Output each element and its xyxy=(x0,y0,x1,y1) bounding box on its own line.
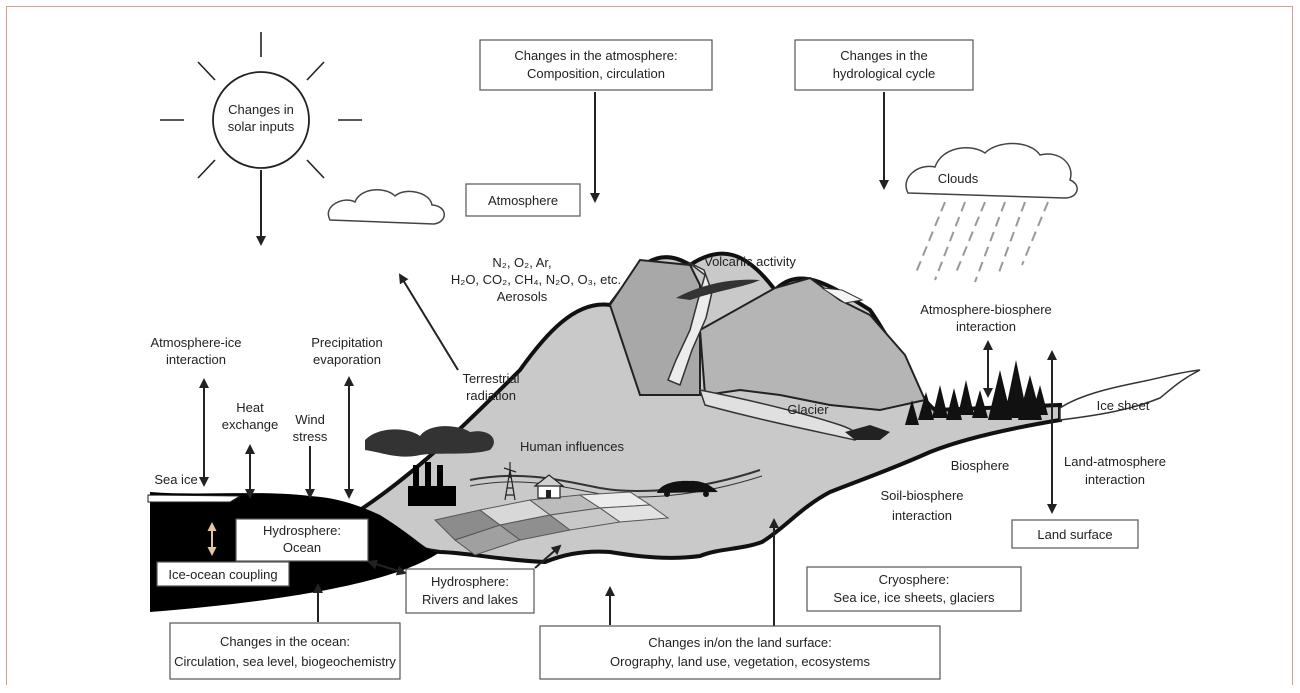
soil-biosphere-label-2: interaction xyxy=(892,508,952,523)
hydrological-changes-label-2: hydrological cycle xyxy=(833,66,936,81)
cryosphere-label-1: Cryosphere: xyxy=(879,572,950,587)
composition-line-3: Aerosols xyxy=(497,289,548,304)
composition-line-1: N₂, O₂, Ar, xyxy=(492,255,551,270)
forest xyxy=(905,360,1048,425)
wind-stress-label-1: Wind xyxy=(295,412,325,427)
solar-label-1: Changes in xyxy=(228,102,294,117)
atmosphere-changes-box xyxy=(479,39,713,91)
arrows xyxy=(199,92,1057,652)
hydrosphere-rivers-box xyxy=(405,568,535,614)
ice-ocean-coupling-label: Ice-ocean coupling xyxy=(168,567,277,582)
ocean-changes-label-2: Circulation, sea level, biogeochemistry xyxy=(174,654,396,669)
atmosphere-biosphere-label-2: interaction xyxy=(956,319,1016,334)
hydrosphere-ocean-box xyxy=(235,518,369,562)
soil-biosphere-label-1: Soil-biosphere xyxy=(880,488,963,503)
atmosphere-changes-label-2: Composition, circulation xyxy=(527,66,665,81)
human-influences-label: Human influences xyxy=(520,439,625,454)
terrestrial-radiation-label-1: Terrestrial xyxy=(462,371,519,386)
biosphere-label: Biosphere xyxy=(951,458,1010,473)
wind-stress-label-2: stress xyxy=(293,429,328,444)
glacier-label: Glacier xyxy=(787,402,829,417)
atmosphere-ice-label-2: interaction xyxy=(166,352,226,367)
land-atmosphere-label-2: interaction xyxy=(1085,472,1145,487)
rain xyxy=(914,201,1049,283)
volcanic-activity-label: Volcanic activity xyxy=(704,254,796,269)
wind-tower xyxy=(503,462,517,501)
rain-cloud xyxy=(905,142,1078,199)
land-changes-label-2: Orography, land use, vegetation, ecosyst… xyxy=(610,654,870,669)
ice-sheet-label: Ice sheet xyxy=(1097,398,1150,413)
clouds-label: Clouds xyxy=(938,171,979,186)
hydrosphere-rivers-label-2: Rivers and lakes xyxy=(422,592,519,607)
atmosphere-biosphere-label-1: Atmosphere-biosphere xyxy=(920,302,1052,317)
cryosphere-box xyxy=(806,566,1022,612)
terrestrial-radiation-label-2: radiation xyxy=(466,388,516,403)
land-surface-box xyxy=(1011,519,1139,549)
house xyxy=(533,474,565,499)
land-changes-label-1: Changes in/on the land surface: xyxy=(648,635,832,650)
cryosphere-label-2: Sea ice, ice sheets, glaciers xyxy=(833,590,995,605)
hydrosphere-rivers-label-1: Hydrosphere: xyxy=(431,574,509,589)
small-cloud xyxy=(327,189,445,225)
factory xyxy=(365,426,494,506)
volcanic-plume xyxy=(676,279,760,300)
precipitation-label-1: Precipitation xyxy=(311,335,383,350)
sun xyxy=(160,32,362,179)
land-surface-label: Land surface xyxy=(1037,527,1112,542)
ocean-changes-label-1: Changes in the ocean: xyxy=(220,634,350,649)
hydrosphere-ocean-label-1: Hydrosphere: xyxy=(263,523,341,538)
sea-ice-shape xyxy=(147,494,242,503)
car xyxy=(657,480,718,493)
hydrological-changes-label-1: Changes in the xyxy=(840,48,927,63)
land-atmosphere-label-1: Land-atmosphere xyxy=(1064,454,1166,469)
hydrological-changes-box xyxy=(794,39,974,91)
heat-exchange-label-2: exchange xyxy=(222,417,278,432)
atmosphere-box xyxy=(465,183,581,217)
sea-ice-label: Sea ice xyxy=(154,472,197,487)
ocean-changes-box xyxy=(169,622,401,680)
land-changes-box xyxy=(539,625,941,680)
figure-frame xyxy=(6,6,1293,685)
atmosphere-changes-label-1: Changes in the atmosphere: xyxy=(514,48,677,63)
land-mass xyxy=(357,251,1062,565)
atmosphere-ice-label-1: Atmosphere-ice xyxy=(150,335,241,350)
hydrosphere-ocean-label-2: Ocean xyxy=(283,540,321,555)
ice-sheet-shape xyxy=(1059,369,1201,421)
composition-line-2: H₂O, CO₂, CH₄, N₂O, O₃, etc. xyxy=(451,272,621,287)
heat-exchange-label-1: Heat xyxy=(236,400,264,415)
precipitation-label-2: evaporation xyxy=(313,352,381,367)
ice-ocean-coupling-box xyxy=(156,561,290,587)
atmosphere-label: Atmosphere xyxy=(488,193,558,208)
solar-label-2: solar inputs xyxy=(228,119,295,134)
